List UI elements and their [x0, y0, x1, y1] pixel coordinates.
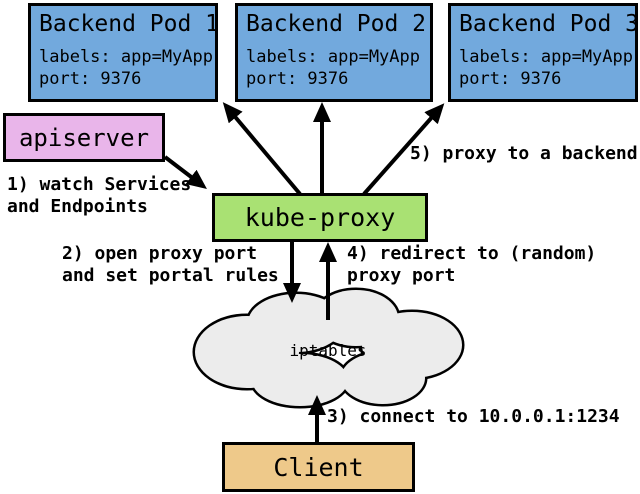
pod-port-line: port: 9376	[246, 69, 349, 89]
arrow-proxy-to-pod-1	[222, 102, 302, 196]
backend-pod-1-box: Backend Pod 1 labels: app=MyApp port: 93…	[28, 3, 220, 102]
pod-title: Backend Pod 1	[39, 11, 220, 37]
annotation-line: 4) redirect to (random)	[347, 243, 597, 264]
annotation-line: and Endpoints	[7, 196, 148, 217]
pod-labels-line: labels: app=MyApp	[246, 47, 420, 67]
annotation-line: 2) open proxy port	[62, 243, 258, 264]
annotation-step-2: 2) open proxy port and set portal rules	[62, 243, 279, 287]
annotation-line: and set portal rules	[62, 265, 279, 286]
annotation-step-1: 1) watch Services and Endpoints	[7, 174, 191, 218]
annotation-line: proxy port	[347, 265, 456, 286]
pod-title: Backend Pod 2	[246, 11, 427, 37]
annotation-line: 1) watch Services	[7, 174, 192, 195]
arrow-watch-services	[163, 155, 207, 190]
apiserver-box: apiserver	[3, 113, 165, 162]
client-box: Client	[222, 442, 415, 492]
backend-pod-2-box: Backend Pod 2 labels: app=MyApp port: 93…	[235, 3, 433, 102]
annotation-step-5: 5) proxy to a backend	[410, 143, 638, 165]
annotation-step-3: 3) connect to 10.0.0.1:1234	[327, 406, 620, 428]
pod-port-line: port: 9376	[459, 69, 562, 89]
kube-proxy-box: kube-proxy	[212, 193, 428, 242]
annotation-step-4: 4) redirect to (random) proxy port	[347, 243, 596, 287]
pod-title: Backend Pod 3	[459, 11, 640, 37]
iptables-label: iptables	[289, 341, 367, 360]
backend-pod-3-box: Backend Pod 3 labels: app=MyApp port: 93…	[448, 3, 640, 102]
pod-labels-line: labels: app=MyApp	[39, 47, 213, 67]
arrow-proxy-to-pod-3	[362, 103, 445, 196]
pod-labels-line: labels: app=MyApp	[459, 47, 633, 67]
annotation-line: 5) proxy to a backend	[410, 143, 638, 164]
pod-port-line: port: 9376	[39, 69, 142, 89]
iptables-cloud	[192, 287, 465, 409]
annotation-line: 3) connect to 10.0.0.1:1234	[327, 406, 620, 427]
